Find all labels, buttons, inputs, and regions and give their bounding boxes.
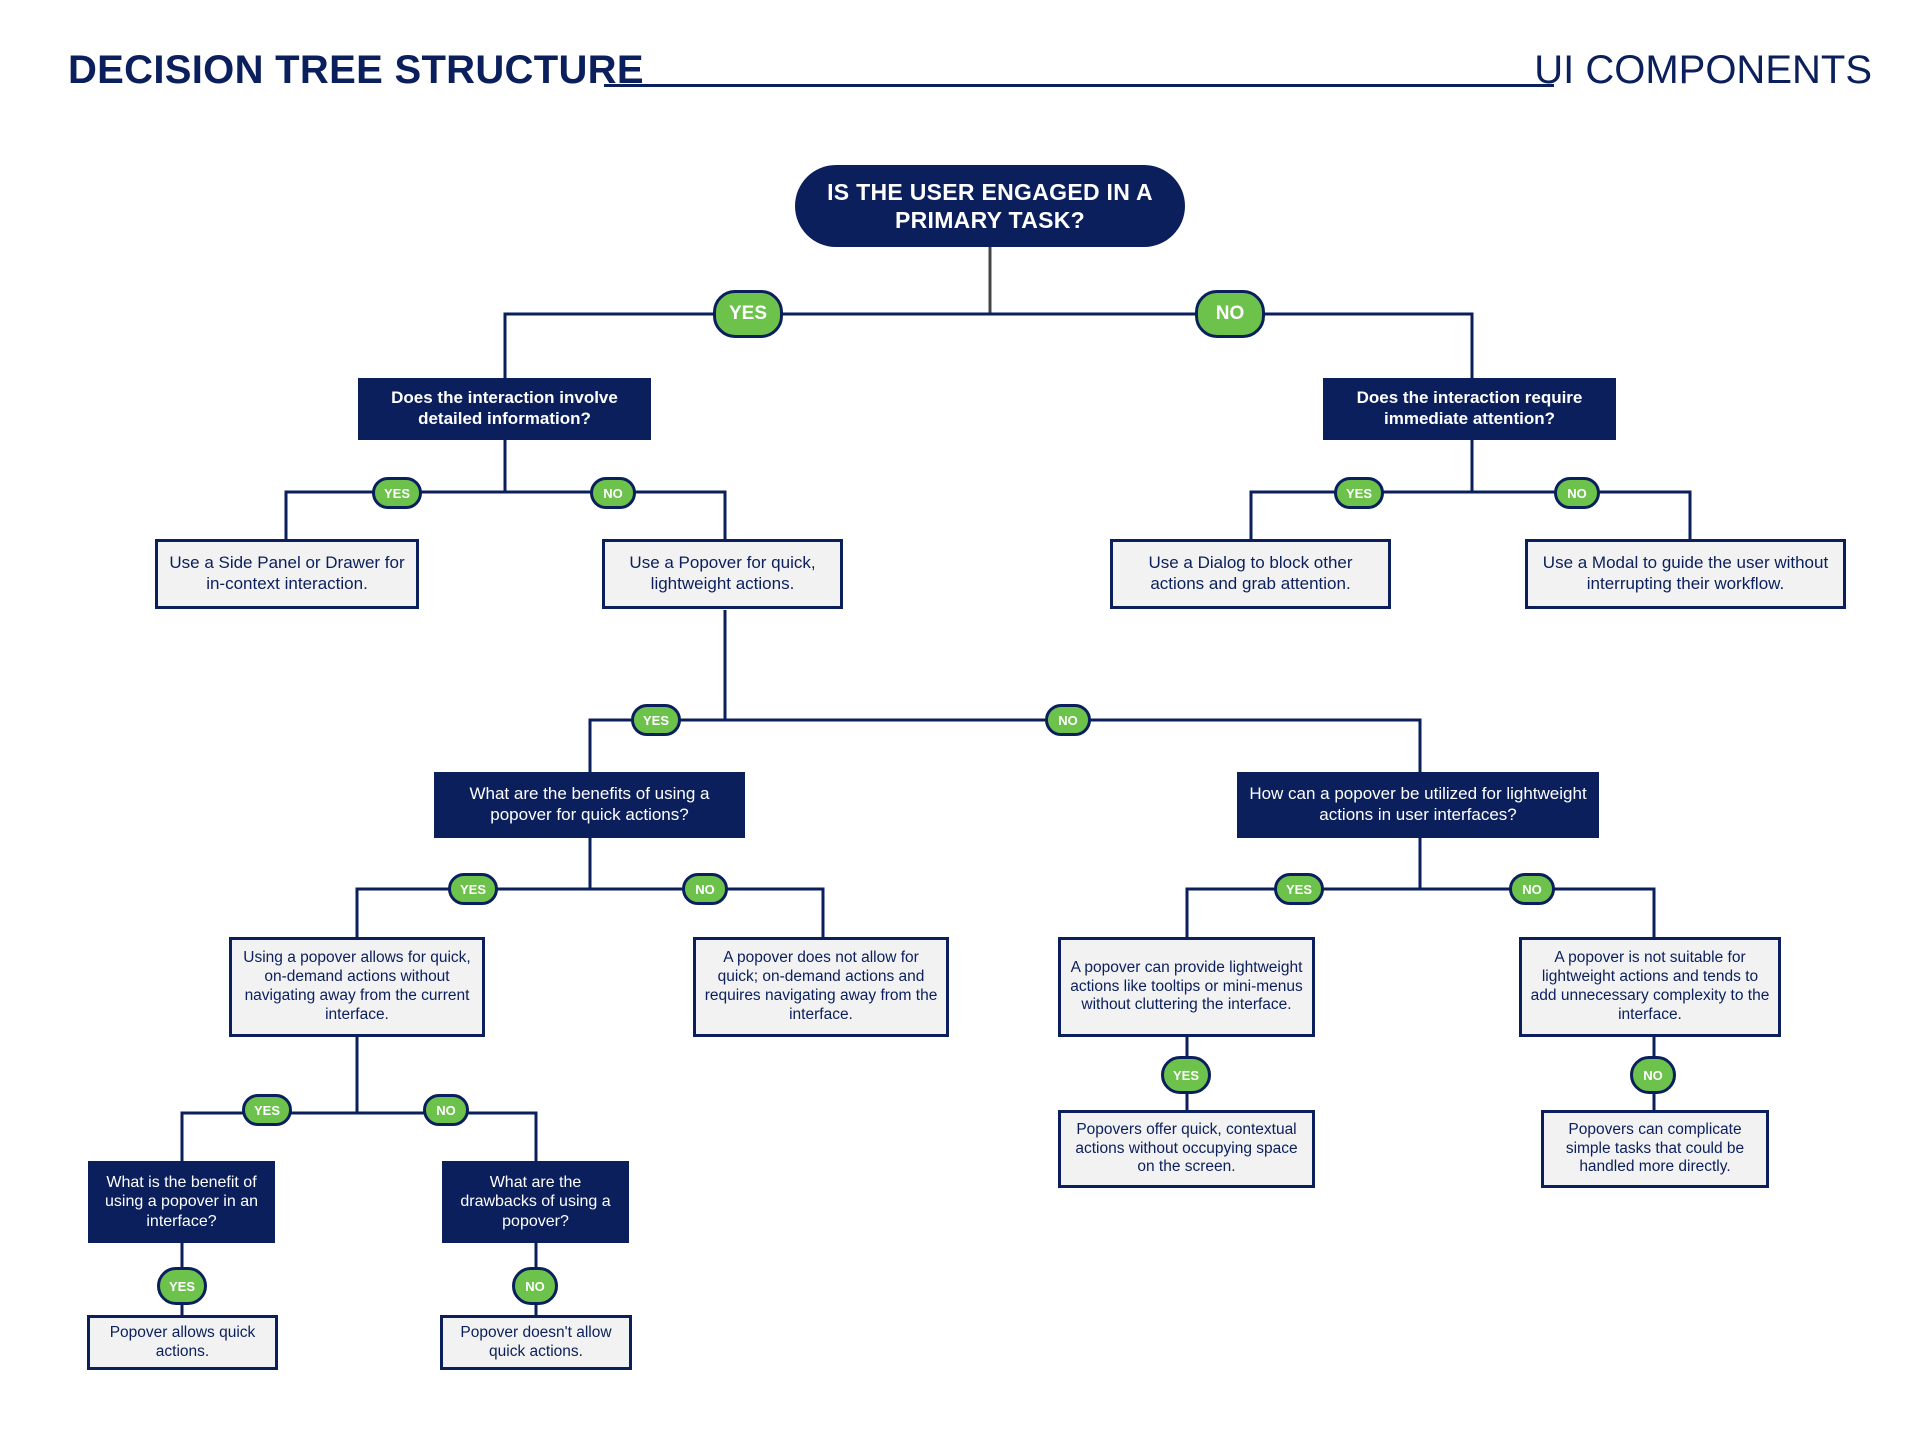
answer-offer-quick: Popovers offer quick, contextual actions…: [1058, 1110, 1315, 1188]
answer-popover-allows: Popover allows quick actions.: [87, 1315, 278, 1370]
yes-badge: YES: [1334, 477, 1384, 509]
page-title: DECISION TREE STRUCTURE: [68, 48, 644, 92]
answer-popover-doesnt: Popover doesn't allow quick actions.: [440, 1315, 632, 1370]
question-utilized: How can a popover be utilized for lightw…: [1237, 772, 1599, 838]
yes-badge: YES: [631, 704, 681, 736]
utilized-connector: [1185, 887, 1656, 940]
question-benefits: What are the benefits of using a popover…: [434, 772, 745, 838]
answer-not-suitable: A popover is not suitable for lightweigh…: [1519, 937, 1781, 1037]
question-benefit-interface: What is the benefit of using a popover i…: [88, 1161, 275, 1243]
category-label: UI COMPONENTS: [1534, 48, 1872, 92]
left-connector: [284, 490, 727, 542]
root-question: IS THE USER ENGAGED IN A PRIMARY TASK?: [795, 165, 1185, 247]
question-detailed-info: Does the interaction involve detailed in…: [358, 378, 651, 440]
no-badge: NO: [590, 477, 636, 509]
allows-quick-connector: [180, 1111, 538, 1163]
answer-not-allow: A popover does not allow for quick; on-d…: [693, 937, 949, 1037]
header-divider: [604, 84, 1554, 87]
yes-badge: YES: [448, 873, 498, 905]
benefits-connector: [355, 887, 825, 940]
answer-allows-quick: Using a popover allows for quick, on-dem…: [229, 937, 485, 1037]
question-immediate-attention: Does the interaction require immediate a…: [1323, 378, 1616, 440]
yes-badge: YES: [713, 290, 783, 338]
yes-badge: YES: [157, 1267, 207, 1305]
answer-popover: Use a Popover for quick, lightweight act…: [602, 539, 843, 609]
no-badge: NO: [512, 1267, 558, 1305]
no-badge: NO: [1045, 704, 1091, 736]
yes-badge: YES: [1274, 873, 1324, 905]
answer-side-panel: Use a Side Panel or Drawer for in-contex…: [155, 539, 419, 609]
no-badge: NO: [423, 1094, 469, 1126]
popover-connector: [588, 718, 1422, 772]
no-badge: NO: [1630, 1056, 1676, 1094]
yes-badge: YES: [1161, 1056, 1211, 1094]
level1-connector: [503, 312, 1474, 385]
answer-can-provide: A popover can provide lightweight action…: [1058, 937, 1315, 1037]
answer-modal: Use a Modal to guide the user without in…: [1525, 539, 1846, 609]
no-badge: NO: [1195, 290, 1265, 338]
yes-badge: YES: [242, 1094, 292, 1126]
right-connector: [1249, 490, 1692, 542]
yes-badge: YES: [372, 477, 422, 509]
no-badge: NO: [1554, 477, 1600, 509]
answer-dialog: Use a Dialog to block other actions and …: [1110, 539, 1391, 609]
question-drawbacks: What are the drawbacks of using a popove…: [442, 1161, 629, 1243]
answer-complicate: Popovers can complicate simple tasks tha…: [1541, 1110, 1769, 1188]
no-badge: NO: [1509, 873, 1555, 905]
no-badge: NO: [682, 873, 728, 905]
